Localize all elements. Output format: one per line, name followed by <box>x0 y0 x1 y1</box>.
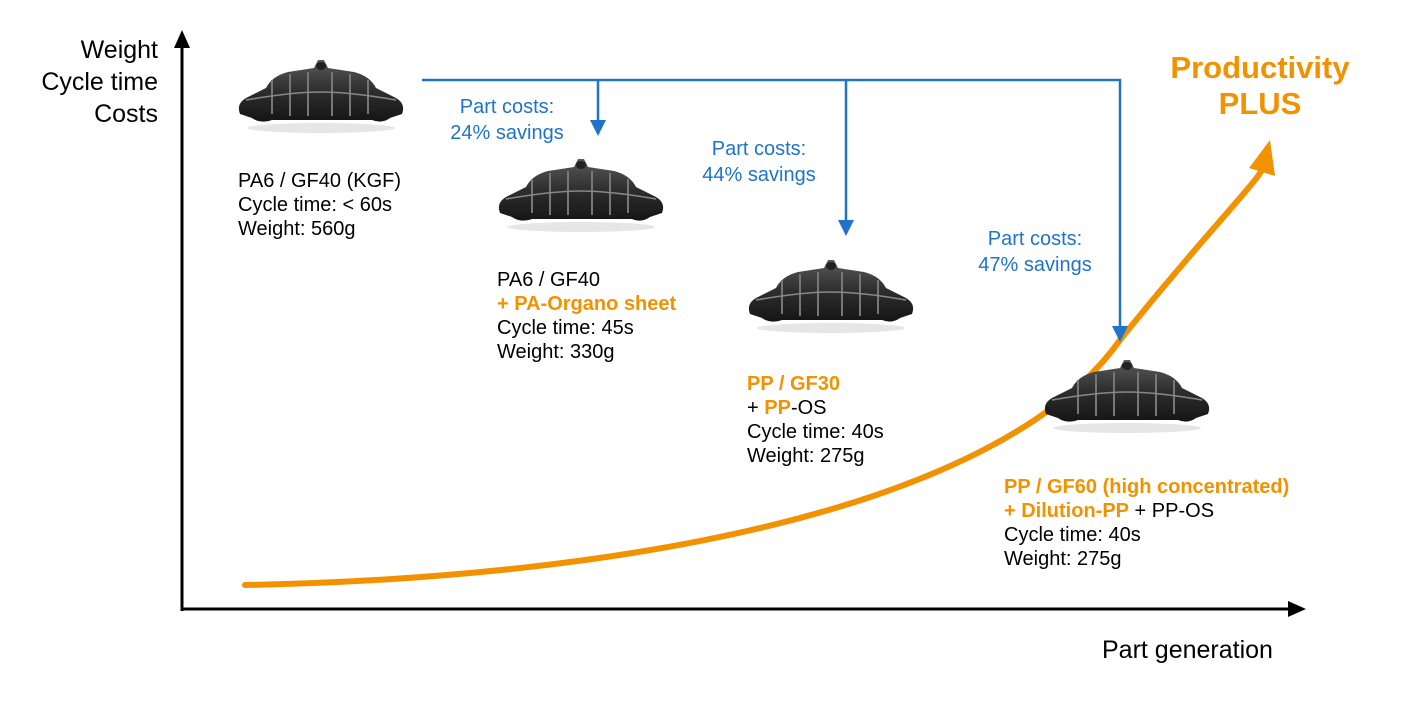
savings-arrowheads <box>590 120 1128 342</box>
generation-4-text: PP / GF60 (high concentrated) + Dilution… <box>1004 475 1289 571</box>
generation-cycle-time: Cycle time: < 60s <box>238 194 392 216</box>
generation-addition: + Dilution-PP + PP-OS <box>1004 499 1289 523</box>
generation-weight: Weight: 275g <box>1004 548 1122 570</box>
part-image-icon <box>497 158 665 233</box>
generation-3-text: PP / GF30 + PP-OS Cycle time: 40s Weight… <box>747 372 884 468</box>
addition-os: -OS <box>790 397 827 419</box>
generation-addition: + PA-Organo sheet <box>497 293 677 315</box>
generation-cycle-time: Cycle time: 40s <box>747 421 884 443</box>
savings-label-title: Part costs: <box>987 228 1083 250</box>
savings-label-2: Part costs: 44% savings <box>684 136 834 188</box>
y-axis-label-costs: Costs <box>94 100 158 128</box>
savings-label-3: Part costs: 47% savings <box>960 226 1110 278</box>
generation-cycle-time: Cycle time: 45s <box>497 317 634 339</box>
y-axis <box>174 30 190 611</box>
addition-dilution-pp: + Dilution-PP <box>1004 500 1129 522</box>
x-axis <box>182 601 1306 617</box>
generation-cycle-time: Cycle time: 40s <box>1004 524 1141 546</box>
y-axis-label-weight: Weight <box>80 36 158 64</box>
generation-material: PP / GF60 (high concentrated) <box>1004 476 1290 498</box>
productivity-plus-headline: Productivity PLUS <box>1140 50 1380 122</box>
part-image-icon <box>747 259 915 334</box>
part-image-icon <box>237 59 405 134</box>
addition-pp-os: + PP-OS <box>1129 500 1215 522</box>
part-image-icon <box>1043 359 1211 434</box>
y-axis-label: Weight Cycle time Costs <box>0 34 158 130</box>
x-axis-label: Part generation <box>1102 636 1273 664</box>
generation-addition: + PP-OS <box>747 396 884 420</box>
generation-1-text: PA6 / GF40 (KGF) Cycle time: < 60s Weigh… <box>238 169 401 241</box>
generation-weight: Weight: 560g <box>238 218 356 240</box>
headline-line-1: Productivity <box>1170 50 1350 85</box>
generation-2-text: PA6 / GF40 + PA-Organo sheet Cycle time:… <box>497 268 676 364</box>
generation-material: PA6 / GF40 (KGF) <box>238 170 401 192</box>
savings-label-value: 47% savings <box>978 254 1092 276</box>
savings-label-value: 24% savings <box>450 122 564 144</box>
generation-weight: Weight: 330g <box>497 341 615 363</box>
savings-label-1: Part costs: 24% savings <box>432 94 582 146</box>
y-axis-label-cycle-time: Cycle time <box>41 68 158 96</box>
savings-label-title: Part costs: <box>711 138 807 160</box>
generation-weight: Weight: 275g <box>747 445 865 467</box>
generation-material: PA6 / GF40 <box>497 269 601 291</box>
savings-label-title: Part costs: <box>459 96 555 118</box>
addition-plus: + <box>747 397 765 419</box>
addition-pp: PP <box>764 397 791 419</box>
savings-label-value: 44% savings <box>702 164 816 186</box>
productivity-curve <box>242 140 1275 588</box>
generation-material: PP / GF30 <box>747 373 841 395</box>
headline-line-2: PLUS <box>1218 86 1302 121</box>
